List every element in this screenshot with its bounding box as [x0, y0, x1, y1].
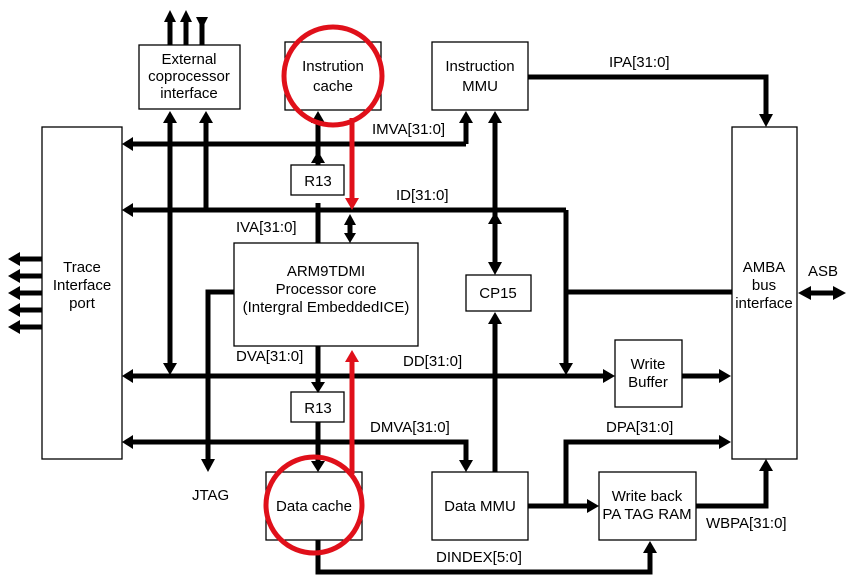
- arrow-immu-up: [488, 111, 502, 123]
- cp15-box: [465, 274, 532, 312]
- r13-bottom-box: [290, 391, 345, 423]
- id-label: ID[31:0]: [396, 187, 449, 204]
- processor-core-box: [233, 242, 419, 347]
- dmva-label: DMVA[31:0]: [370, 419, 450, 436]
- instruction-cache-box: [284, 41, 382, 111]
- arrow-wbuf-amba: [719, 369, 731, 383]
- data-mmu-label: Data MMU: [444, 498, 516, 515]
- arrow-r13-top: [311, 151, 325, 163]
- arrow-coproc-left-up: [163, 111, 177, 123]
- dd-label: DD[31:0]: [403, 353, 462, 370]
- arrow-jtag: [201, 459, 215, 472]
- arrow-dmva-down: [459, 460, 473, 472]
- arrowheads: [8, 10, 846, 553]
- amba-box: [731, 126, 798, 460]
- external-coprocessor-label-2: coprocessor: [148, 68, 230, 85]
- trace-port-label-1: Trace: [63, 259, 101, 276]
- data-mmu-box: [431, 471, 529, 541]
- red-arrow-up: [345, 350, 359, 362]
- arrow-coproc-left-down: [163, 363, 177, 375]
- arrow-dpa: [719, 435, 731, 449]
- arrow-dmva-left: [122, 435, 133, 449]
- jtag-label: JTAG: [192, 487, 229, 504]
- arrow-r13-bottom: [311, 382, 325, 393]
- arrow-trace-5: [8, 320, 20, 334]
- jtag-line: [205, 289, 234, 462]
- processor-core-label-1: ARM9TDMI: [287, 263, 365, 280]
- external-coprocessor-label-1: External: [161, 51, 216, 68]
- arrow-dd-right: [603, 369, 615, 383]
- processor-core-label-2: Processor core: [276, 281, 377, 298]
- write-back-label-2: PA TAG RAM: [602, 506, 691, 523]
- arrow-cp15-out-bottom: [488, 312, 502, 324]
- arrow-coproc-top-1: [164, 10, 176, 22]
- arrow-coproc-top-3: [196, 17, 208, 29]
- instruction-mmu-box: [431, 41, 529, 111]
- dmva-bus: [130, 439, 469, 464]
- dpa-label: DPA[31:0]: [606, 419, 673, 436]
- arrow-id-left: [122, 203, 133, 217]
- arrow-trace-3: [8, 286, 20, 300]
- arrow-imva-up: [459, 111, 473, 123]
- r13-bottom-label: R13: [304, 400, 332, 417]
- instruction-mmu-label-1: Instruction: [445, 58, 514, 75]
- iva-label: IVA[31:0]: [236, 219, 297, 236]
- dindex-label: DINDEX[5:0]: [436, 549, 522, 566]
- arrow-imva-left: [122, 137, 133, 151]
- wbpa-bus: [696, 467, 769, 509]
- dindex-bus: [315, 540, 653, 575]
- instruction-cache-label-1: Instrution: [302, 58, 364, 75]
- arrow-ipa: [759, 114, 773, 127]
- dva-label: DVA[31:0]: [236, 348, 303, 365]
- write-back-label-1: Write back: [612, 488, 683, 505]
- bus-lines: [18, 22, 836, 575]
- ipa-bus: [528, 74, 769, 116]
- processor-core-label-3: (Intergral EmbeddedICE): [243, 299, 410, 316]
- arrow-trace-2: [8, 269, 20, 283]
- cp15-label: CP15: [479, 285, 517, 302]
- arrow-cp15-in-top: [488, 262, 502, 275]
- ipa-label: IPA[31:0]: [609, 54, 670, 71]
- instruction-mmu-label-2: MMU: [462, 78, 498, 95]
- arrow-iva-up: [344, 214, 356, 225]
- trace-port-box: [41, 126, 123, 460]
- arrow-coproc-top-2: [180, 10, 192, 22]
- amba-label-1: AMBA: [743, 259, 786, 276]
- arrow-cp15-up: [488, 212, 502, 224]
- trace-port-label-3: port: [69, 295, 96, 312]
- arrow-iva-down: [344, 233, 356, 243]
- external-coprocessor-box: [138, 44, 241, 110]
- asb-label: ASB: [808, 263, 838, 280]
- dpa-bus: [563, 439, 722, 506]
- external-coprocessor-label-3: interface: [160, 85, 218, 102]
- arrow-dmmu-writeback: [587, 499, 599, 513]
- red-arrow-down: [345, 198, 359, 210]
- amba-label-2: bus: [752, 277, 776, 294]
- arrow-dcache: [311, 461, 325, 472]
- arrow-asb-right: [833, 286, 846, 300]
- write-buffer-box: [614, 339, 683, 408]
- write-buffer-label-2: Buffer: [628, 374, 668, 391]
- r13-top-label: R13: [304, 173, 332, 190]
- wbpa-label: WBPA[31:0]: [706, 515, 787, 532]
- arrow-trace-4: [8, 303, 20, 317]
- imva-label: IMVA[31:0]: [372, 121, 445, 138]
- data-cache-highlight: [263, 454, 365, 556]
- amba-label-3: interface: [735, 295, 793, 312]
- arrow-asb-left: [798, 286, 811, 300]
- instruction-cache-label-2: cache: [313, 78, 353, 95]
- arrow-dindex: [643, 541, 657, 553]
- trace-port-label-2: Interface: [53, 277, 111, 294]
- arrow-coproc-right-up: [199, 111, 213, 123]
- instruction-cache-highlight: [281, 24, 385, 128]
- arrow-wbpa: [759, 459, 773, 471]
- data-cache-label: Data cache: [276, 498, 352, 515]
- arrow-id-cp15-down: [559, 363, 573, 375]
- write-buffer-label-1: Write: [631, 356, 666, 373]
- arrow-trace-1: [8, 252, 20, 266]
- arrow-dd-left: [122, 369, 133, 383]
